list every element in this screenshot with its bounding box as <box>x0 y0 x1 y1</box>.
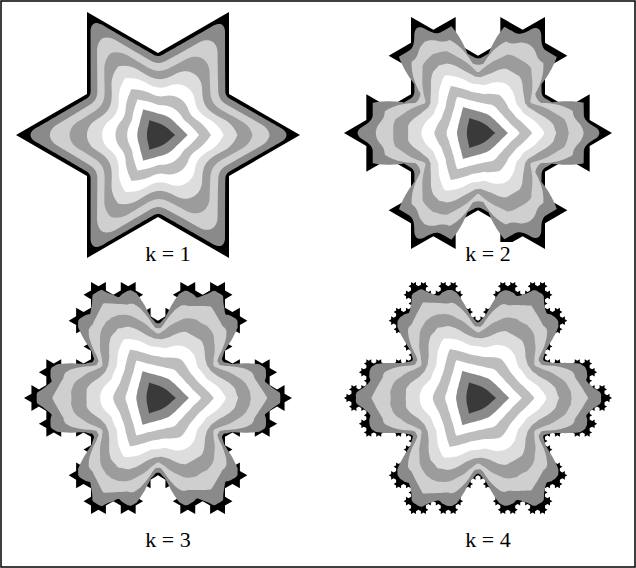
level-band <box>456 371 509 425</box>
level-band <box>447 97 520 169</box>
level-set-figure <box>344 282 612 514</box>
level-band <box>136 371 189 425</box>
level-band <box>126 361 202 436</box>
level-band <box>467 118 495 148</box>
level-band <box>393 51 569 214</box>
level-band <box>445 360 521 436</box>
level-band <box>390 314 572 482</box>
level-band <box>376 40 584 226</box>
fractal-boundary <box>344 17 612 249</box>
level-band <box>127 99 199 170</box>
fractal-boundary <box>344 282 612 514</box>
level-band <box>356 289 601 506</box>
level-band <box>71 315 251 481</box>
level-band <box>466 382 496 413</box>
level-band <box>113 350 214 447</box>
level-band <box>30 23 286 247</box>
level-band <box>102 78 223 192</box>
panel-label: k = 3 <box>141 528 194 552</box>
level-band <box>100 339 226 457</box>
level-band <box>433 349 535 447</box>
fractal-boundary <box>24 282 292 514</box>
level-band <box>37 290 281 506</box>
level-band <box>408 64 556 203</box>
level-band <box>87 66 237 204</box>
level-band <box>358 26 600 239</box>
level-band <box>137 109 187 160</box>
level-band <box>420 338 547 457</box>
panel-label: k = 2 <box>461 242 514 266</box>
panel-label: k = 1 <box>141 242 194 266</box>
level-band <box>116 89 211 181</box>
level-set-figure <box>24 282 292 514</box>
level-band <box>457 107 508 159</box>
level-band <box>422 75 545 190</box>
level-band <box>434 86 532 180</box>
level-set-figure <box>344 17 612 249</box>
level-band <box>371 303 588 494</box>
level-band <box>86 327 238 470</box>
level-band <box>53 303 267 492</box>
panel-label: k = 4 <box>461 528 514 552</box>
level-set-figure <box>16 12 300 258</box>
level-band <box>147 120 175 150</box>
level-band <box>70 52 253 217</box>
level-band <box>147 382 176 413</box>
level-band <box>406 326 559 470</box>
fractal-boundary <box>16 12 300 258</box>
level-band <box>50 38 270 233</box>
